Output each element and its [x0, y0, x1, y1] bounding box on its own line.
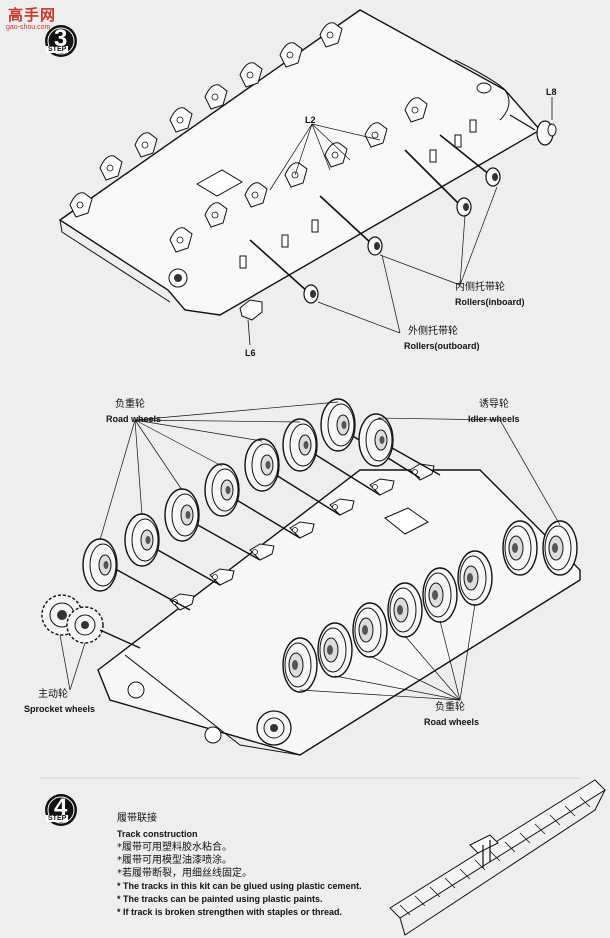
idler-wheels-cn: 诱导轮	[479, 399, 509, 410]
step-4-label: STEP	[46, 815, 69, 822]
track-note-en-1: * The tracks in this kit can be glued us…	[117, 881, 362, 891]
step-4-number: 4	[54, 794, 68, 821]
rollers-inboard-en: Rollers(inboard)	[455, 297, 525, 307]
rollers-outboard-cn: 外侧托带轮	[408, 326, 458, 337]
return-rollers	[239, 97, 557, 346]
rollers-inboard-cn: 内侧托带轮	[455, 282, 505, 293]
watermark-brand: 高手网	[8, 6, 57, 24]
hull-lower-view	[97, 469, 581, 756]
road-wheels-cn: 负重轮	[115, 399, 145, 410]
step-4-badge: 4 STEP	[44, 793, 78, 827]
track-note-en-2: * The tracks can be painted using plasti…	[117, 894, 323, 904]
part-label-l2: L2	[305, 115, 316, 125]
step-3-badge: 3 STEP	[44, 24, 78, 58]
road-wheels-lower-cn: 负重轮	[435, 702, 465, 713]
sprocket-wheels-cn: 主动轮	[38, 689, 68, 700]
rollers-outboard-en: Rollers(outboard)	[404, 341, 480, 351]
road-wheels-lower-en: Road wheels	[424, 717, 480, 727]
idler-wheels-en: Idler wheels	[468, 414, 520, 424]
track-note-en-3: * If track is broken strengthen with sta…	[117, 907, 343, 917]
watermark-url: gao-shou.com	[6, 24, 51, 31]
watermark-logo: 高手网 gao-shou.com	[2, 2, 70, 36]
track-construction-notes: 履带联接 Track construction *履带可用塑料胶水粘合。 *履带…	[117, 812, 362, 919]
sprocket-wheels	[41, 594, 141, 649]
step-3-number: 3	[54, 25, 68, 52]
step-3-label: STEP	[46, 46, 69, 53]
track-links	[389, 779, 606, 936]
part-label-l6: L6	[245, 348, 256, 358]
leader-lines	[59, 401, 561, 701]
track-title-en: Track construction	[117, 829, 198, 839]
part-label-l8: L8	[546, 87, 557, 97]
track-title-cn: 履带联接	[117, 813, 157, 824]
road-wheels-upper	[82, 398, 441, 611]
road-wheels-en: Road wheels	[106, 414, 162, 424]
hull-top-view	[58, 9, 542, 316]
track-note-cn-3: *若履带断裂，用细丝线固定。	[117, 868, 252, 879]
track-note-cn-2: *履带可用模型油漆喷涂。	[117, 855, 232, 866]
sprocket-wheels-en: Sprocket wheels	[24, 704, 96, 714]
track-note-cn-1: *履带可用塑料胶水粘合。	[117, 842, 232, 853]
